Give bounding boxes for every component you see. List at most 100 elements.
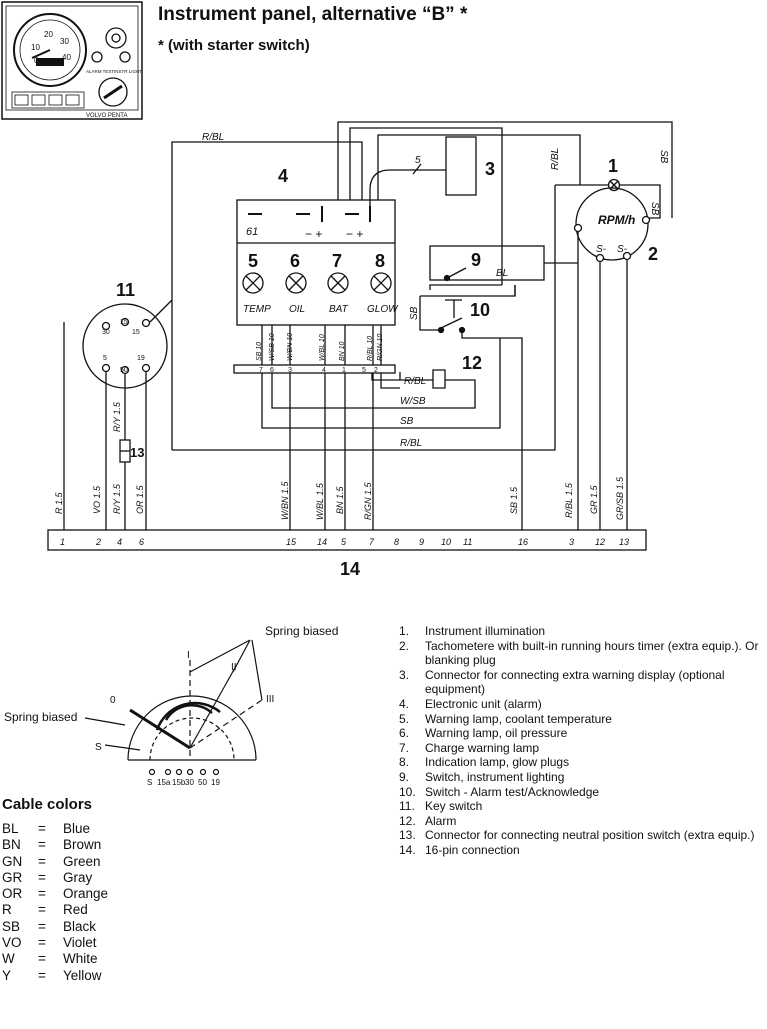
cable-code: GR (2, 869, 23, 885)
part-number: 3. (399, 667, 410, 682)
connector-pin: 4 (117, 537, 122, 547)
wire-label: R/GN 1.5 (363, 481, 373, 520)
unit-terminal-label: 61 (246, 226, 258, 238)
cable-color-name: Yellow (63, 967, 102, 983)
cable-color-row: GN=Green (2, 853, 101, 869)
rpm-terminal-label: S- (617, 244, 628, 255)
component-number: 6 (290, 251, 300, 271)
part-number: 4. (399, 696, 410, 711)
cable-colors-list: BL=Blue BN=Brown GN=Green GR=Gray OR=Ora… (2, 821, 108, 984)
part-description: Warning lamp, oil pressure (425, 726, 568, 741)
wire-label: VO 1.5 (92, 485, 102, 514)
spring-biased-label: Spring biased (4, 710, 77, 724)
part-description: Tachometere with built-in running hours … (425, 638, 759, 668)
part-item: 3. Connector for connecting extra warning… (399, 668, 764, 697)
wire-label: SB (400, 416, 414, 427)
part-number: 12. (399, 813, 416, 828)
position-label: I (187, 650, 190, 661)
position-label: S (95, 742, 102, 753)
connector-pin: 3 (569, 537, 574, 547)
cable-color-name: Green (63, 853, 101, 869)
part-description: Key switch (425, 799, 483, 814)
ks-terminal-label: 50 (120, 367, 128, 374)
wire-label: R/BL 10 (367, 336, 374, 361)
cable-color-name: Gray (63, 869, 93, 885)
cable-color-row: BN=Brown (2, 837, 102, 853)
connector-pin: 8 (394, 537, 399, 547)
wire-label: R/BL (202, 132, 224, 143)
wire-label: W/BN 10 (287, 333, 294, 361)
component-number: 11 (116, 280, 135, 300)
gauge-tick-label: 40 (62, 53, 71, 62)
cable-code: BN (2, 837, 21, 853)
component-number: 13 (130, 445, 144, 460)
part-number: 9. (399, 769, 410, 784)
cable-color-name: Black (63, 918, 97, 934)
wire-label: R/BL (400, 438, 422, 449)
wire-label: R/BL 1.5 (564, 482, 574, 518)
component-number: 8 (375, 251, 385, 271)
strip-pin: 4 (322, 367, 326, 374)
connector-pin: 11 (463, 537, 472, 547)
position-label: II (231, 662, 237, 673)
wire-label: OR 1.5 (135, 484, 145, 514)
brand-label: VOLVO PENTA (86, 113, 127, 119)
strip-pin: 6 (270, 367, 274, 374)
part-description: Connector for connecting extra warning d… (425, 667, 725, 697)
connector-pin: 14 (317, 537, 327, 547)
component-number: 4 (278, 166, 288, 186)
cable-color-name: Brown (63, 837, 102, 853)
terminal-label: 50 (198, 778, 207, 787)
wire-label: R/Y 1.5 (112, 401, 122, 432)
component-number: 2 (648, 244, 658, 264)
cable-color-name: Red (63, 902, 88, 918)
part-description: Instrument illumination (425, 624, 546, 638)
connector-pin: 1 (60, 537, 65, 547)
strip-pin: 7 (259, 367, 263, 374)
component-number: 14 (340, 559, 360, 579)
component-number: 5 (248, 251, 258, 271)
position-label: III (266, 694, 274, 705)
part-number: 6. (399, 726, 410, 741)
wire-label: SB (649, 202, 660, 216)
part-item: 1.Instrument illumination (399, 624, 764, 639)
part-number: 14. (399, 842, 416, 857)
wire-label: R/GN 10 (377, 334, 384, 361)
strip-pin: 1 (342, 367, 346, 374)
spring-biased-label: Spring biased (265, 624, 338, 638)
part-description: Indication lamp, glow plugs (425, 755, 570, 770)
cable-color-name: Violet (63, 935, 97, 951)
wire-label: R/BL (550, 148, 561, 170)
cable-code: VO (2, 935, 22, 951)
strip-pin: 3 (288, 367, 292, 374)
part-item: 8.Indication lamp, glow plugs (399, 755, 764, 770)
terminal-label: 15b (172, 778, 186, 787)
wire-label: SB 10 (256, 342, 263, 361)
part-item: 10.Switch - Alarm test/Acknowledge (399, 785, 764, 800)
component-number: 10 (470, 300, 490, 320)
lamp-label-oil: OIL (289, 304, 305, 315)
lamp-label-bat: BAT (329, 304, 349, 315)
polarity-marks: − + (346, 227, 363, 241)
wire-label: SB (658, 150, 669, 164)
part-item: 13.Connector for connecting neutral posi… (399, 828, 764, 843)
cable-code: GN (2, 853, 23, 869)
wire-label: SB (409, 306, 420, 320)
connector-pin: 15 (286, 537, 297, 547)
connector-pin: 2 (95, 537, 101, 547)
wire-label: R 1.5 (54, 491, 64, 514)
part-item: 11.Key switch (399, 799, 764, 814)
part-description: Warning lamp, coolant temperature (425, 711, 612, 726)
part-description: Switch - Alarm test/Acknowledge (425, 784, 600, 799)
part-description: Charge warning lamp (425, 740, 540, 755)
part-number: 7. (399, 740, 410, 755)
cable-color-row: R=Red (2, 902, 88, 918)
wire-label: R/BL (404, 376, 426, 387)
button-label: ALARM TEST (86, 69, 114, 74)
polarity-marks: − + (305, 227, 322, 241)
terminal-label: 30 (185, 778, 194, 787)
wire-label: BN 10 (339, 341, 346, 361)
ks-terminal-label: 15 (120, 319, 128, 326)
ks-terminal-label: 30 (102, 329, 110, 336)
wire-label: W/SB 10 (269, 333, 276, 361)
